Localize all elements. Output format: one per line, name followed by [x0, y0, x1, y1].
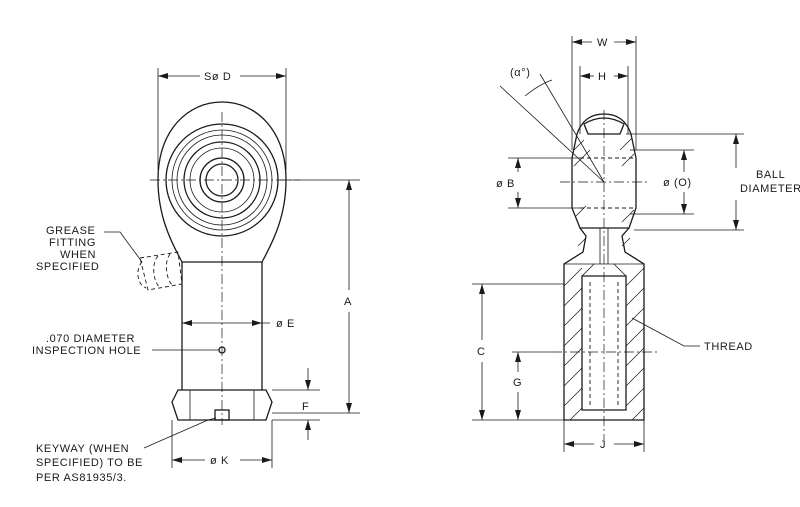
dim-label-f: F: [302, 401, 309, 413]
hatch-right: [625, 267, 645, 421]
hatch-left: [563, 267, 583, 421]
dim-label-k: ø K: [210, 455, 229, 467]
side-section-view: [472, 36, 744, 452]
keyway-label-line2: SPECIFIED) TO BE: [36, 457, 143, 469]
grease-label-line3: WHEN: [60, 249, 96, 261]
inspection-label-line1: .070 DIAMETER: [46, 333, 135, 345]
dim-label-sd: Sø D: [204, 71, 231, 83]
front-view: [104, 68, 360, 468]
dim-label-a: A: [344, 296, 352, 308]
thread-label: THREAD: [704, 341, 753, 353]
rod-end-head-outline: [157, 101, 287, 263]
side-ball-outline: [571, 113, 637, 229]
keyway-label-line1: KEYWAY (WHEN: [36, 443, 129, 455]
dim-label-j: J: [600, 439, 606, 451]
grease-fitting-icon: [137, 251, 183, 291]
ball-diameter-label-line1: BALL: [756, 169, 785, 181]
angle-label: (α°): [510, 67, 531, 79]
keyway-label-line3: PER AS81935/3.: [36, 472, 127, 484]
inspection-label-line2: INSPECTION HOLE: [32, 345, 141, 357]
grease-label-line1: GREASE: [46, 225, 95, 237]
dim-label-e: ø E: [276, 318, 295, 330]
ball-diameter-label-line2: DIAMETER: [740, 183, 800, 195]
dim-label-c: C: [477, 346, 486, 358]
dim-label-h: H: [598, 71, 607, 83]
keyway-slot: [214, 409, 230, 421]
dim-label-w: W: [597, 37, 608, 49]
dim-label-o: ø (O): [663, 177, 692, 189]
dim-label-g: G: [513, 377, 522, 389]
threaded-bore: [581, 275, 627, 411]
grease-label-line4: SPECIFIED: [36, 261, 99, 273]
grease-label-line2: FITTING: [49, 237, 96, 249]
ball-cap: [583, 117, 625, 135]
dim-label-b: ø B: [496, 178, 515, 190]
hatch-ball: [573, 137, 635, 247]
hex-body: [171, 389, 273, 421]
